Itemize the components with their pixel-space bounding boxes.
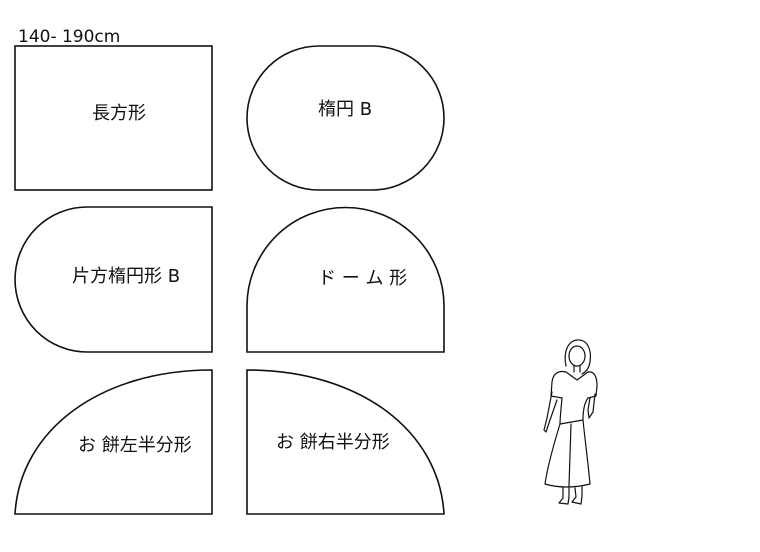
oval-b-outline [246,45,445,191]
half-oval-b-label: 片方楕円形 B [72,266,180,287]
rectangle-outline [14,45,213,191]
dome-outline [246,206,445,353]
oval-b-shape: 楕円 B [246,45,445,191]
left-half-mochi-shape: お 餅左半分形 [14,369,213,515]
dome-shape: ド ー ム 形 [246,206,445,353]
right-half-mochi-outline [246,369,445,515]
oval-b-label: 楕円 B [318,99,372,120]
rectangle-label: 長方形 [92,103,146,124]
right-half-mochi-shape: お 餅右半分形 [246,369,445,515]
size-label: 140- 190cm [18,27,120,47]
half-oval-b-shape: 片方楕円形 B [14,206,213,353]
rectangle-shape: 長方形 [14,45,213,191]
dome-label: ド ー ム 形 [318,268,407,289]
left-half-mochi-label: お 餅左半分形 [78,435,192,456]
left-half-mochi-outline [14,369,213,515]
half-oval-b-outline [14,206,213,353]
right-half-mochi-label: お 餅右半分形 [276,432,390,453]
standing-woman-silhouette-icon [543,339,598,505]
